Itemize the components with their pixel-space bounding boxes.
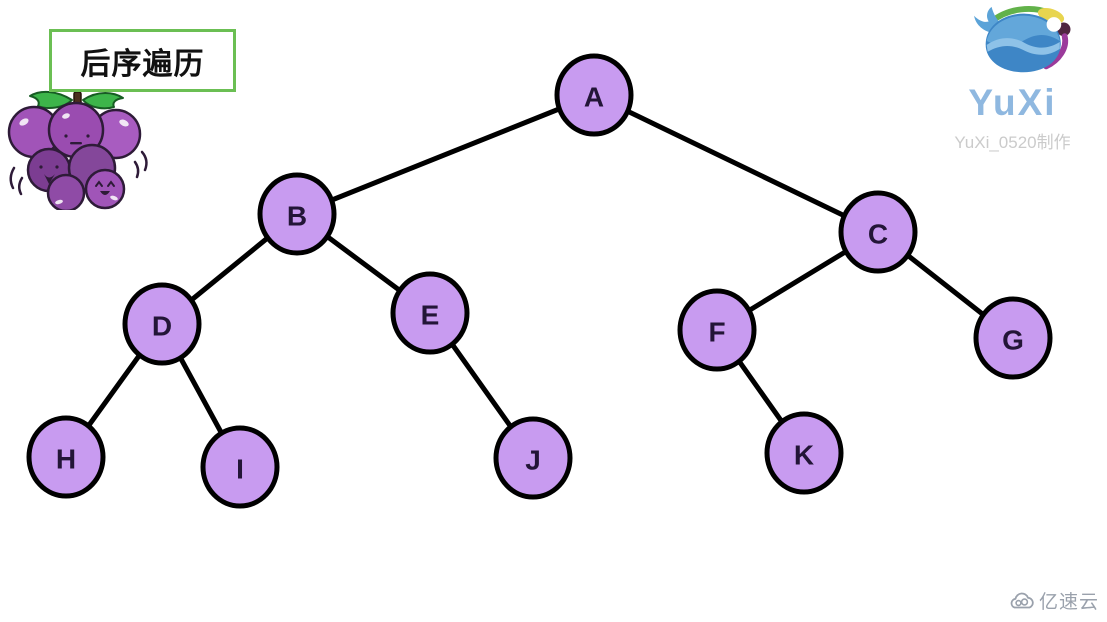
tree-node-circle-K — [764, 411, 844, 495]
tree-node-I: I — [200, 425, 280, 509]
tree-edge-A-B — [294, 92, 597, 217]
brand-subtitle: YuXi_0520制作 — [954, 133, 1071, 152]
title-box: 后序遍历 — [49, 29, 236, 92]
tree-node-label-I: I — [236, 454, 244, 485]
tree-node-label-C: C — [868, 219, 888, 250]
watermark-text: 亿速云 — [1038, 592, 1099, 613]
tree-node-circle-B — [257, 172, 337, 256]
tree-node-circle-G — [973, 296, 1053, 380]
tree-node-circle-D — [122, 282, 202, 366]
grape-faces-icon — [39, 134, 115, 195]
cloud-icon — [1010, 592, 1034, 608]
tree-node-label-H: H — [56, 444, 76, 475]
tree-node-K: K — [764, 411, 844, 495]
tree-node-label-E: E — [421, 300, 440, 331]
tree-node-label-A: A — [584, 82, 604, 113]
tree-node-H: H — [26, 415, 106, 499]
motion-lines-icon — [9, 150, 148, 196]
grapes-illustration — [7, 90, 148, 210]
tree-node-E: E — [390, 271, 470, 355]
brand-area: YuXi YuXi_0520制作 — [945, 4, 1080, 153]
tree-node-label-F: F — [708, 317, 725, 348]
tree-node-circle-A — [554, 53, 634, 137]
tree-node-label-G: G — [1002, 325, 1024, 356]
tree-node-G: G — [973, 296, 1053, 380]
whale-logo-icon — [973, 6, 1070, 73]
tree-node-F: F — [677, 288, 757, 372]
tree-edge-A-C — [591, 92, 881, 235]
tree-node-label-J: J — [525, 445, 541, 476]
tree-node-B: B — [257, 172, 337, 256]
tree-node-circle-H — [26, 415, 106, 499]
tree-node-label-K: K — [794, 440, 814, 471]
tree-node-C: C — [838, 190, 918, 274]
tree-node-A: A — [554, 53, 634, 137]
tree-node-circle-F — [677, 288, 757, 372]
tree-node-J: J — [493, 416, 573, 500]
brand-name: YuXi — [968, 82, 1057, 123]
tree-node-label-D: D — [152, 311, 172, 342]
grape-berries-icon — [7, 101, 142, 210]
tree-node-circle-I — [200, 425, 280, 509]
tree-node-label-B: B — [287, 201, 307, 232]
watermark: 亿速云 — [1009, 587, 1099, 614]
grape-highlights-icon — [19, 113, 129, 205]
tree-node-D: D — [122, 282, 202, 366]
tree-node-circle-J — [493, 416, 573, 500]
page-title: 后序遍历 — [80, 47, 205, 81]
tree-node-circle-C — [838, 190, 918, 274]
tree-node-circle-E — [390, 271, 470, 355]
